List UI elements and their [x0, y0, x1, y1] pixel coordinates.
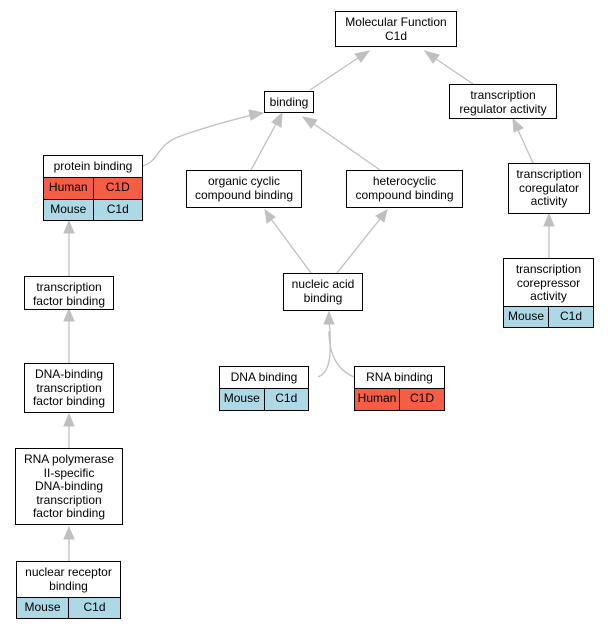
transcription-corepressor-mouse-row: Mouse C1d	[504, 306, 593, 327]
node-heterocyclic-compound-binding-label: heterocyclic compound binding	[355, 174, 454, 202]
dna-binding-mouse-gene: C1d	[263, 389, 308, 410]
node-dna-binding[interactable]: DNA binding Mouse C1d	[219, 366, 309, 411]
arrowhead-heterocyclic	[375, 209, 388, 223]
node-transcription-factor-binding[interactable]: transcription factor binding	[24, 276, 114, 310]
arrowhead-transcription-factor-binding	[63, 307, 75, 322]
node-molecular-function-label: Molecular Function C1d	[345, 15, 447, 43]
edge-rna-binding-to-nucleic-acid	[328, 330, 355, 378]
arrowhead-protein-binding	[63, 219, 75, 234]
node-transcription-corepressor-activity[interactable]: transcription corepressor activity Mouse…	[503, 258, 594, 328]
edge-nucleic-acid-to-heterocyclic	[336, 218, 381, 274]
edge-transcription-coregulator-to-regulator	[517, 129, 534, 164]
protein-binding-human-row: Human C1D	[44, 177, 142, 199]
node-nucleic-acid-binding-label: nucleic acid binding	[291, 277, 355, 305]
node-protein-binding-label: protein binding	[53, 159, 133, 173]
protein-binding-mouse-gene: C1d	[92, 200, 142, 220]
edge-heterocyclic-to-binding	[313, 123, 381, 171]
arrowhead-transcription-regulator	[512, 117, 524, 133]
protein-binding-human-species: Human	[44, 178, 93, 199]
transcription-corepressor-mouse-species: Mouse	[504, 307, 548, 327]
node-nucleic-acid-binding[interactable]: nucleic acid binding	[283, 273, 363, 311]
protein-binding-mouse-species: Mouse	[44, 200, 93, 220]
node-binding-label: binding	[269, 95, 309, 109]
arrowhead-rna-pol-ii	[63, 525, 75, 540]
node-rna-polymerase-ii-specific-dna-binding-tf-binding[interactable]: RNA polymerase II-specific DNA-binding t…	[15, 448, 123, 525]
nuclear-receptor-mouse-gene: C1d	[68, 598, 120, 618]
arrowhead-nucleic-acid-binding	[323, 310, 335, 325]
node-transcription-regulator-activity-label: transcription regulator activity	[459, 88, 547, 116]
node-nuclear-receptor-binding-label: nuclear receptor binding	[25, 565, 112, 593]
arrowhead-molecular-function-left	[354, 50, 371, 63]
node-molecular-function[interactable]: Molecular Function C1d	[335, 11, 457, 47]
protein-binding-mouse-row: Mouse C1d	[44, 199, 142, 220]
node-dna-binding-transcription-factor-binding-label: DNA-binding transcription factor binding	[32, 367, 106, 408]
rna-binding-human-species: Human	[355, 389, 399, 410]
node-nuclear-receptor-binding[interactable]: nuclear receptor binding Mouse C1d	[16, 561, 121, 619]
protein-binding-human-gene: C1D	[92, 178, 142, 199]
node-dna-binding-transcription-factor-binding[interactable]: DNA-binding transcription factor binding	[24, 363, 114, 413]
node-protein-binding[interactable]: protein binding Human C1D Mouse C1d	[43, 155, 143, 221]
node-transcription-corepressor-activity-label: transcription corepressor activity	[515, 262, 582, 303]
edge-binding-to-molecular-function	[309, 57, 359, 91]
arrowhead-molecular-function-right	[423, 50, 440, 64]
transcription-corepressor-mouse-gene: C1d	[548, 307, 593, 327]
arrowhead-binding-bottom-left	[271, 111, 283, 128]
edge-protein-binding-to-binding	[142, 114, 253, 167]
node-transcription-coregulator-activity[interactable]: transcription coregulator activity	[508, 163, 590, 214]
nuclear-receptor-mouse-row: Mouse C1d	[17, 597, 120, 618]
arrowhead-binding-bottom-right	[301, 116, 318, 129]
dna-binding-mouse-species: Mouse	[220, 389, 264, 410]
nuclear-receptor-mouse-species: Mouse	[17, 598, 68, 618]
node-heterocyclic-compound-binding[interactable]: heterocyclic compound binding	[346, 170, 463, 208]
node-binding[interactable]: binding	[264, 91, 314, 113]
node-transcription-factor-binding-label: transcription factor binding	[32, 280, 106, 308]
rna-binding-human-gene: C1D	[399, 389, 444, 410]
node-dna-binding-label: DNA binding	[230, 370, 298, 384]
arrowhead-organic-cyclic	[264, 208, 276, 224]
edge-transcription-regulator-to-molecular-function	[435, 58, 474, 85]
node-rna-binding-label: RNA binding	[366, 370, 433, 384]
arrowhead-transcription-coregulator	[543, 212, 555, 227]
node-organic-cyclic-compound-binding[interactable]: organic cyclic compound binding	[186, 170, 302, 208]
node-transcription-regulator-activity[interactable]: transcription regulator activity	[449, 84, 557, 119]
arrowhead-dna-binding-tf	[63, 412, 75, 427]
node-rna-binding[interactable]: RNA binding Human C1D	[354, 366, 445, 411]
edge-nucleic-acid-to-organic-cyclic	[270, 218, 312, 274]
node-organic-cyclic-compound-binding-label: organic cyclic compound binding	[194, 174, 294, 202]
rna-binding-human-row: Human C1D	[355, 388, 444, 410]
node-rna-polymerase-ii-specific-dna-binding-tf-binding-label: RNA polymerase II-specific DNA-binding t…	[23, 452, 115, 520]
arrowhead-binding-left	[248, 109, 265, 121]
dna-binding-mouse-row: Mouse C1d	[220, 388, 308, 410]
edge-dna-binding-to-nucleic-acid	[317, 322, 331, 378]
edge-organic-cyclic-to-binding	[250, 123, 277, 171]
node-transcription-coregulator-activity-label: transcription coregulator activity	[516, 167, 582, 208]
